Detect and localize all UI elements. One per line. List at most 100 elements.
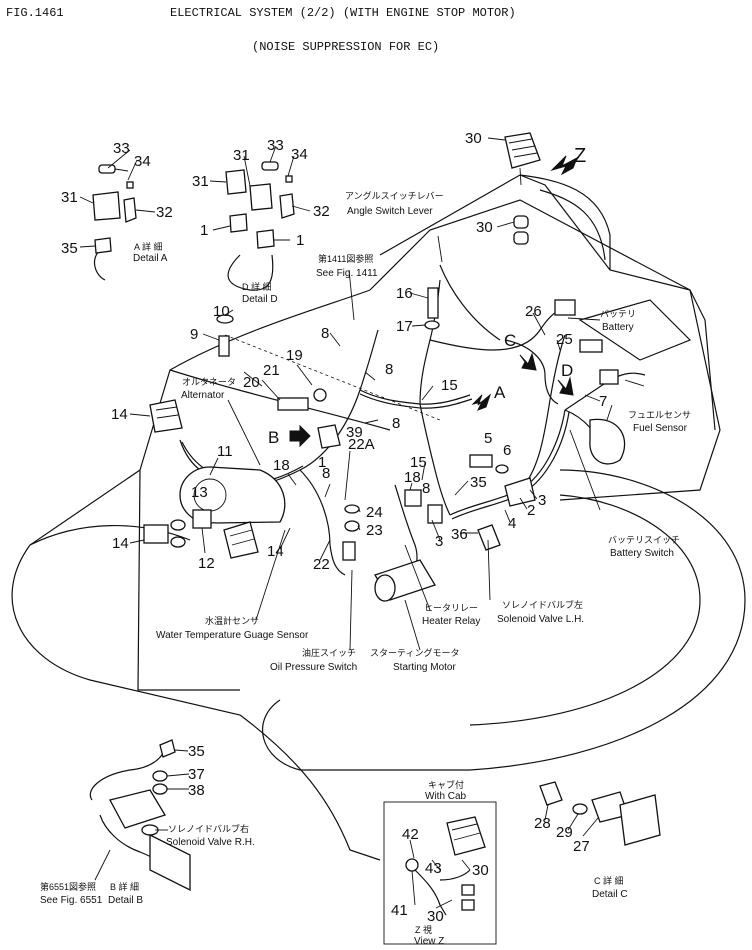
page-subtitle: (NOISE SUPPRESSION FOR EC) <box>252 40 439 54</box>
parts <box>92 132 661 945</box>
callout-22: 22 <box>313 556 330 573</box>
callout-30: 30 <box>465 130 482 147</box>
callout-11: 11 <box>217 443 233 460</box>
label-see6551-en: See Fig. 6551 <box>40 895 103 906</box>
callout-1: 1 <box>296 232 304 249</box>
detail-d-jp: D 詳 細 <box>242 281 272 292</box>
work-lamp-14 <box>149 399 183 433</box>
detail-b-en: Detail B <box>108 895 143 906</box>
callout-31: 31 <box>233 147 250 164</box>
label-battery-jp: バッテリ <box>600 309 636 319</box>
label-alternator-en: Alternator <box>181 390 225 401</box>
callout-33: 33 <box>267 137 284 154</box>
callout-5: 5 <box>484 430 492 447</box>
callout-8: 8 <box>385 361 393 378</box>
callout-27: 27 <box>573 838 590 855</box>
label-solenoid-rh-en: Solenoid Valve R.H. <box>166 837 255 848</box>
label-watertemp-jp: 水温計センサ <box>205 615 259 626</box>
label-watertemp-en: Water Temperature Guage Sensor <box>156 630 309 641</box>
callout-35: 35 <box>470 474 487 491</box>
marker-c: C <box>504 331 516 350</box>
label-solenoid-rh-jp: ソレノイドバルブ右 <box>168 823 249 834</box>
callout-24: 24 <box>366 504 383 521</box>
callout-42: 42 <box>402 826 419 843</box>
label-battery-en: Battery <box>602 322 634 333</box>
label-alternator-jp: オルタネータ <box>182 377 236 387</box>
callout-2: 2 <box>527 502 535 519</box>
component-labels: アングルスイッチレバー Angle Switch Lever 第1411図参照 … <box>40 190 691 906</box>
callout-38: 38 <box>188 782 205 799</box>
callout-1: 1 <box>318 454 326 471</box>
label-angle-switch-jp: アングルスイッチレバー <box>345 190 444 201</box>
callout-17: 17 <box>396 318 413 335</box>
label-heater-jp: ヒータリレー <box>424 603 478 613</box>
callout-32: 32 <box>313 203 330 220</box>
label-see6551-jp: 第6551図参照 <box>40 881 96 892</box>
callout-15: 15 <box>410 454 427 471</box>
label-see1411-en: See Fig. 1411 <box>316 268 378 279</box>
callout-7: 7 <box>599 393 607 410</box>
callout-20: 20 <box>243 374 260 391</box>
label-battsw-jp: バッテリスイッチ <box>608 535 680 545</box>
callout-22a: 22A <box>348 436 375 453</box>
label-oil-jp: 油圧スイッチ <box>302 647 356 658</box>
relay-31a <box>92 191 121 221</box>
callout-18: 18 <box>273 457 290 474</box>
callout-31: 31 <box>61 189 78 206</box>
marker-z: Z <box>574 145 586 167</box>
callout-23: 23 <box>366 522 383 539</box>
view-z-en: View Z <box>414 936 444 947</box>
marker-a: A <box>494 383 506 402</box>
view-z-jp: Z 視 <box>415 924 432 935</box>
label-starting-jp: スターティングモータ <box>370 647 459 658</box>
page-title: ELECTRICAL SYSTEM (2/2) (WITH ENGINE STO… <box>170 6 516 20</box>
detail-a-en: Detail A <box>133 253 168 264</box>
callout-30: 30 <box>427 908 444 925</box>
callout-34: 34 <box>291 146 308 163</box>
header: FIG.1461 ELECTRICAL SYSTEM (2/2) (WITH E… <box>6 6 516 54</box>
callout-8: 8 <box>422 480 430 497</box>
callout-33: 33 <box>113 140 130 157</box>
marker-d: D <box>561 361 573 380</box>
label-cab-en: With Cab <box>425 791 467 802</box>
arrow-a-icon <box>471 393 492 411</box>
label-fuel-jp: フュエルセンサ <box>628 410 691 420</box>
detail-captions: A 詳 細 Detail A D 詳 細 Detail D B 詳 細 Deta… <box>108 241 628 947</box>
callout-14: 14 <box>267 543 284 560</box>
callout-29: 29 <box>556 824 573 841</box>
label-starting-en: Starting Motor <box>393 662 456 673</box>
callout-37: 37 <box>188 766 205 783</box>
work-lamp-30 <box>504 132 541 169</box>
arrow-z-icon <box>550 155 578 176</box>
callout-34: 34 <box>134 153 151 170</box>
label-heater-en: Heater Relay <box>422 616 480 627</box>
detail-b-jp: B 詳 細 <box>110 881 139 892</box>
leader-lines <box>79 137 645 909</box>
callout-3: 3 <box>538 492 546 509</box>
callout-26: 26 <box>525 303 542 320</box>
callout-32: 32 <box>156 204 173 221</box>
callout-8: 8 <box>321 325 329 342</box>
callout-39: 39 <box>346 424 363 441</box>
callout-41: 41 <box>391 902 408 919</box>
detail-c-en: Detail C <box>592 889 628 900</box>
callout-35: 35 <box>61 240 78 257</box>
solenoid-valve-rh <box>109 789 166 829</box>
callout-19: 19 <box>286 347 303 364</box>
callout-14: 14 <box>112 535 129 552</box>
callout-4: 4 <box>508 515 516 532</box>
callout-3: 3 <box>435 533 443 550</box>
detail-c-jp: C 詳 細 <box>594 875 624 886</box>
callout-31: 31 <box>192 173 209 190</box>
callout-30: 30 <box>472 862 489 879</box>
callout-12: 12 <box>198 555 215 572</box>
label-cab-jp: キャブ付 <box>428 779 464 790</box>
view-markers: Z A B C D <box>268 145 586 447</box>
battery-switch <box>589 418 626 465</box>
callout-16: 16 <box>396 285 413 302</box>
callout-13: 13 <box>191 484 208 501</box>
callout-15: 15 <box>441 377 458 394</box>
callout-35: 35 <box>188 743 205 760</box>
callout-8: 8 <box>392 415 400 432</box>
callout-9: 9 <box>190 326 198 343</box>
